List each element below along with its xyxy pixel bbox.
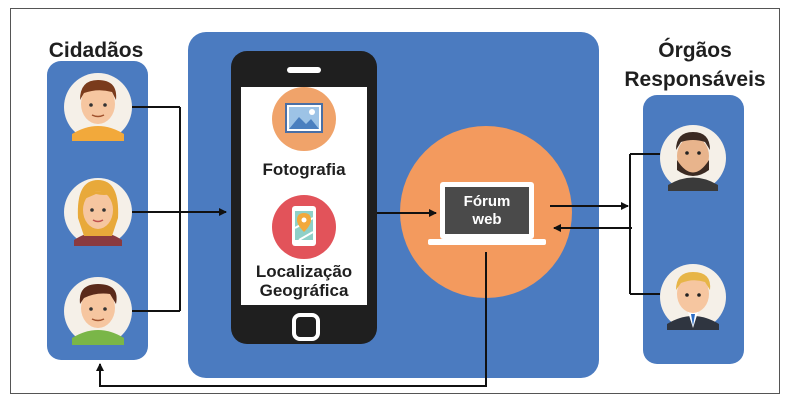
bearded-man-avatar-icon [660, 125, 726, 191]
officials-title-line2: Responsáveis [624, 68, 766, 91]
man-avatar-icon [64, 73, 132, 141]
officials-title-line1: Órgãos [658, 39, 732, 62]
forum-label-line2: web [472, 211, 502, 228]
map-location-icon [272, 195, 336, 259]
photo-label: Fotografia [262, 160, 346, 179]
forum-label-line1: Fórum [463, 193, 511, 210]
arrow-forum-to-citizens [96, 252, 487, 387]
connector-citizens-to-app [132, 106, 227, 312]
citizens-title: Cidadãos [48, 39, 144, 62]
location-label-line2: Geográfica [259, 281, 349, 300]
connector-officials-bracket [629, 153, 660, 295]
phone-speaker [287, 67, 321, 73]
businessman-avatar-icon [660, 264, 726, 330]
laptop-icon [428, 182, 546, 245]
boy-avatar-icon [64, 277, 132, 345]
woman-avatar-icon [64, 178, 132, 246]
phone-home-button [292, 313, 320, 341]
location-label-line1: Localização [255, 262, 353, 281]
photo-icon [272, 87, 336, 151]
